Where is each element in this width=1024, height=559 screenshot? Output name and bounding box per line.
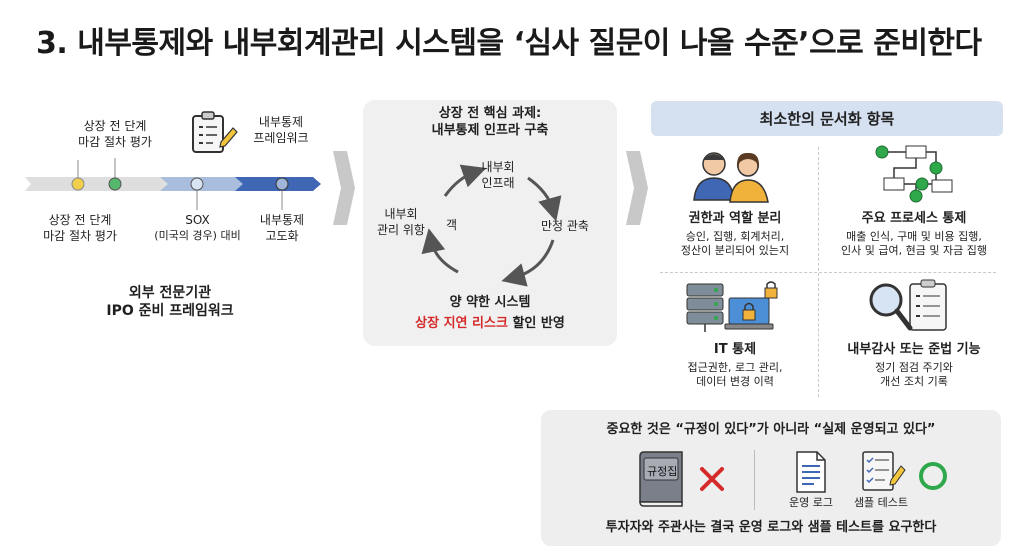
weak-system-title: 양 약한 시스템 <box>449 295 531 310</box>
left-caption: 외부 전문기관 IPO 준비 프레임워크 <box>106 285 234 320</box>
bottom-footer: 투자자와 주관사는 결국 운영 로그와 샘플 테스트를 요구한다 <box>605 520 937 535</box>
center-card: 상장 전 핵심 과제: 내부통제 인프라 구축 내부회 인프래 만정 관축 내부… <box>363 100 617 346</box>
center-heading: 상장 전 핵심 과제: 내부통제 인프라 구축 <box>431 106 549 138</box>
doc-item-3-desc: 접근권한, 로그 관리, <box>687 360 783 374</box>
doc-item-1-desc: 승인, 집행, 회계처리, <box>685 229 785 243</box>
timeline-dot-2 <box>108 177 122 191</box>
doc-item-1-desc: 정산이 분리되어 있는지 <box>680 244 790 258</box>
book-icon <box>639 451 683 507</box>
people-icon <box>693 152 769 203</box>
doc-item-3: IT 통제 접근권한, 로그 관리, 데이터 변경 이력 <box>660 342 810 389</box>
doc-item-4-desc: 개선 조치 기록 <box>880 375 948 389</box>
circle-icon <box>919 462 947 490</box>
timeline-arrow <box>25 158 321 210</box>
doc-item-3-title: IT 통제 <box>713 342 757 357</box>
chevron-right-icon <box>626 151 648 225</box>
timeline-label-sox: SOX (미국의 경우) 대비 <box>154 213 241 242</box>
book-label: 규정집 <box>647 465 678 478</box>
doc-items-header: 최소한의 문서화 항목 <box>651 101 1003 136</box>
timeline-dot-1 <box>71 177 85 191</box>
sample-label: 샘플 테스트 <box>853 496 909 509</box>
log-label: 운영 로그 <box>789 496 833 509</box>
doc-item-2-desc: 매출 인식, 구매 및 비용 집행, <box>846 229 982 243</box>
timeline-top-label: 상장 전 단계 마감 절차 평가 <box>78 119 152 149</box>
risk-highlight: 상장 지연 리스크 <box>415 316 508 331</box>
bottom-divider <box>754 450 755 510</box>
divider-horizontal <box>660 272 996 273</box>
clipboard-pencil-icon <box>192 111 238 153</box>
weak-system-risk: 상장 지연 리스크 할인 반영 <box>363 316 617 333</box>
doc-item-4: 내부감사 또는 준법 기능 정기 점검 주기와 개선 조치 기록 <box>826 342 1002 389</box>
doc-item-1-title: 권한과 역할 분리 <box>688 211 782 226</box>
timeline-label-stage: 상장 전 단계 마감 절차 평가 <box>43 213 117 243</box>
doc-item-4-title: 내부감사 또는 준법 기능 <box>847 342 981 357</box>
doc-item-4-desc: 정기 점검 주기와 <box>875 360 953 374</box>
timeline-dot-4 <box>275 177 289 191</box>
x-mark-icon <box>700 467 724 491</box>
framework-icon-label: 내부통제 프레임워크 <box>253 115 309 145</box>
bottom-headline: 중요한 것은 “규정이 있다”가 아니라 “실제 운영되고 있다” <box>606 422 936 437</box>
cycle-node-top: 내부회 인프래 <box>481 160 515 190</box>
document-icon <box>796 451 826 493</box>
timeline-dot-3 <box>190 177 204 191</box>
server-lock-icon <box>686 281 778 332</box>
page-title: 3. 내부통제와 내부회계관리 시스템을 ‘심사 질문이 나올 수준’으로 준비… <box>36 26 982 61</box>
cycle-node-right: 만정 관축 <box>541 219 589 233</box>
doc-item-2-desc: 인사 및 급여, 현금 및 자금 집행 <box>841 244 987 258</box>
process-flow-icon <box>875 145 953 203</box>
chevron-right-icon <box>333 151 355 225</box>
checklist-pencil-icon <box>862 451 906 491</box>
cycle-node-left: 내부회 관리 위항 <box>377 207 425 237</box>
doc-item-1: 권한과 역할 분리 승인, 집행, 회계처리, 정산이 분리되어 있는지 <box>660 211 810 258</box>
doc-item-3-desc: 데이터 변경 이력 <box>696 375 774 389</box>
bottom-card: 중요한 것은 “규정이 있다”가 아니라 “실제 운영되고 있다” 규정집 운영… <box>541 410 1001 546</box>
magnifier-checklist-icon <box>869 279 947 331</box>
doc-item-2-title: 주요 프로세스 통제 <box>861 211 967 226</box>
cycle-node-left-extra: 객 <box>446 218 458 232</box>
risk-tail: 할인 반영 <box>507 316 565 331</box>
doc-item-2: 주요 프로세스 통제 매출 인식, 구매 및 비용 집행, 인사 및 급여, 현… <box>826 211 1002 258</box>
cycle-arrows-icon <box>421 164 562 287</box>
timeline-label-advance: 내부통제 고도화 <box>259 213 305 243</box>
